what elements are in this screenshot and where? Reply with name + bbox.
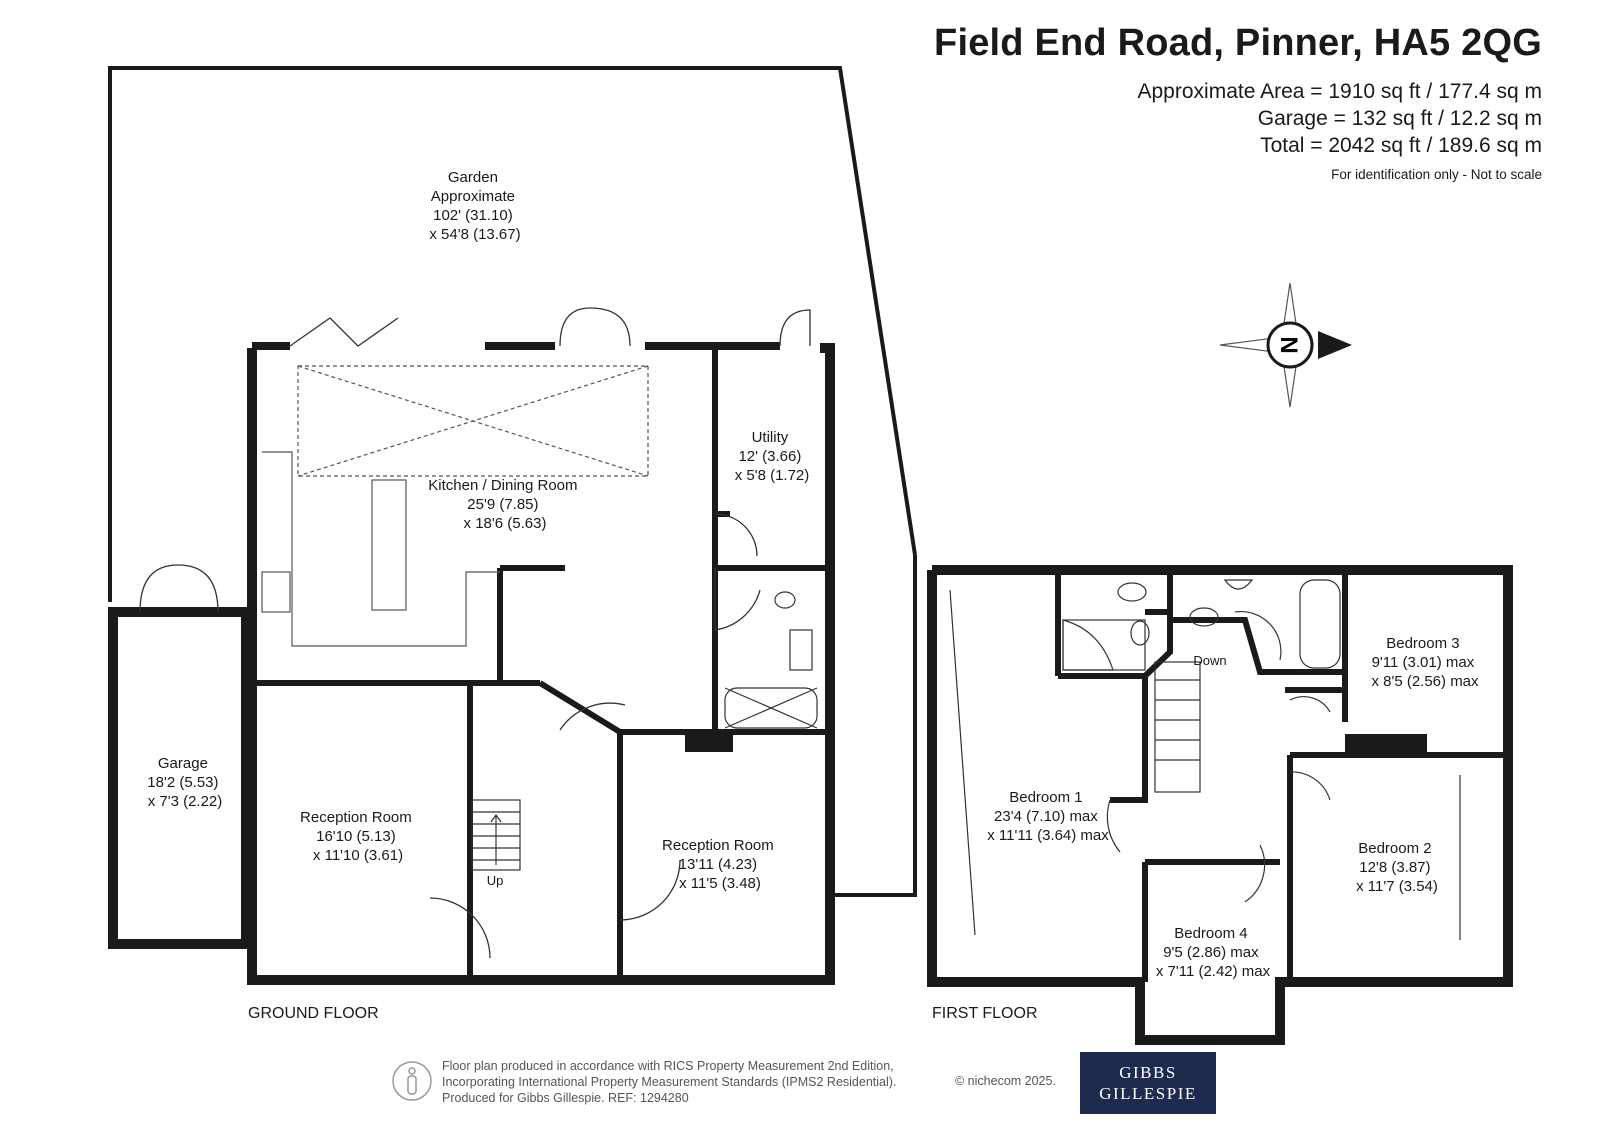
bedroom-3-title: Bedroom 3 [1386,635,1459,652]
garden-title: Garden [448,169,498,186]
compass-letter: N [1275,336,1302,353]
ground-floor-label: GROUND FLOOR [248,1005,379,1022]
garage-title: Garage [158,755,208,772]
person-icon [392,1061,432,1101]
bedroom-2-length: 12'8 (3.87) [1359,859,1430,876]
kitchen-fixtures [261,365,649,647]
utility-length: 12' (3.66) [738,448,801,465]
bedroom-4-length: 9'5 (2.86) max [1163,944,1259,961]
stairs-up-label: Up [487,873,504,888]
bedroom-3-label: Bedroom 3 9'11 (3.01) max x 8'5 (2.56) m… [1371,635,1479,690]
ground-bathroom [724,591,818,729]
garage-length: 18'2 (5.53) [147,774,218,791]
kitchen-title: Kitchen / Dining Room [428,477,577,494]
garden-width: x 54'8 (13.67) [429,226,520,243]
approximate-area: Approximate Area = 1910 sq ft / 177.4 sq… [1137,80,1543,103]
bedroom-2-title: Bedroom 2 [1358,840,1431,857]
bedroom-2-width: x 11'7 (3.54) [1356,878,1438,895]
reception-room-2-label: Reception Room 13'11 (4.23) x 11'5 (3.48… [662,837,778,892]
garage-area: Garage = 132 sq ft / 12.2 sq m [1257,107,1542,130]
reception-room-2-title: Reception Room [662,837,774,854]
reception-room-2-width: x 11'5 (3.48) [679,875,761,892]
kitchen-label: Kitchen / Dining Room 25'9 (7.85) x 18'6… [428,477,581,532]
reception-room-1-width: x 11'10 (3.61) [313,847,403,864]
reception-room-1-length: 16'10 (5.13) [316,828,396,845]
bedroom-1-length: 23'4 (7.10) max [994,808,1098,825]
bedroom-4-width: x 7'11 (2.42) max [1156,963,1271,980]
garden-label: Garden Approximate 102' (31.10) x 54'8 (… [429,169,520,243]
garage-label: Garage 18'2 (5.53) x 7'3 (2.22) [147,755,222,810]
bedroom-4-label: Bedroom 4 9'5 (2.86) max x 7'11 (2.42) m… [1156,925,1271,980]
bedroom-3-width: x 8'5 (2.56) max [1371,673,1479,690]
first-floor-fixtures [949,579,1461,940]
footer-notice: Floor plan produced in accordance with R… [442,1058,896,1106]
ground-floor-walls [108,342,835,985]
reception-room-1-label: Reception Room 16'10 (5.13) x 11'10 (3.6… [300,809,416,864]
kitchen-width: x 18'6 (5.63) [464,515,547,532]
garden-boundary [108,66,917,897]
property-title: Field End Road, Pinner, HA5 2QG [934,22,1542,64]
footer-line-1: Floor plan produced in accordance with R… [442,1059,894,1073]
utility-width: x 5'8 (1.72) [735,467,810,484]
garden-approx: Approximate [431,188,515,205]
garden-length: 102' (31.10) [433,207,513,224]
compass-icon: N [1219,282,1352,408]
ground-stairs [471,799,521,871]
first-floor-label: FIRST FLOOR [932,1005,1038,1022]
bedroom-3-length: 9'11 (3.01) max [1372,654,1475,671]
total-area: Total = 2042 sq ft / 189.6 sq m [1260,134,1542,157]
footer-line-3: Produced for Gibbs Gillespie. REF: 12942… [442,1091,689,1105]
bedroom-1-label: Bedroom 1 23'4 (7.10) max x 11'11 (3.64)… [987,789,1109,844]
bedroom-2-label: Bedroom 2 12'8 (3.87) x 11'7 (3.54) [1356,840,1438,895]
copyright: © nichecom 2025. [955,1074,1056,1088]
first-floor-walls [927,565,1513,1045]
logo-line-1: GIBBS [1119,1063,1177,1082]
reception-room-2-length: 13'11 (4.23) [679,856,757,873]
bedroom-1-width: x 11'11 (3.64) max [987,827,1109,844]
door-swings [139,307,811,959]
bedroom-1-title: Bedroom 1 [1009,789,1082,806]
utility-label: Utility 12' (3.66) x 5'8 (1.72) [735,429,810,484]
reception-room-1-title: Reception Room [300,809,412,826]
footer-line-2: Incorporating International Property Mea… [442,1075,897,1089]
kitchen-length: 25'9 (7.85) [467,496,538,513]
utility-title: Utility [752,429,789,446]
identification-note: For identification only - Not to scale [1331,167,1542,182]
logo-line-2: GILLESPIE [1099,1084,1197,1103]
garage-width: x 7'3 (2.22) [148,793,223,810]
bedroom-4-title: Bedroom 4 [1174,925,1247,942]
gibbs-gillespie-logo: GIBBS GILLESPIE [1080,1052,1216,1114]
stairs-down-label: Down [1193,653,1226,668]
